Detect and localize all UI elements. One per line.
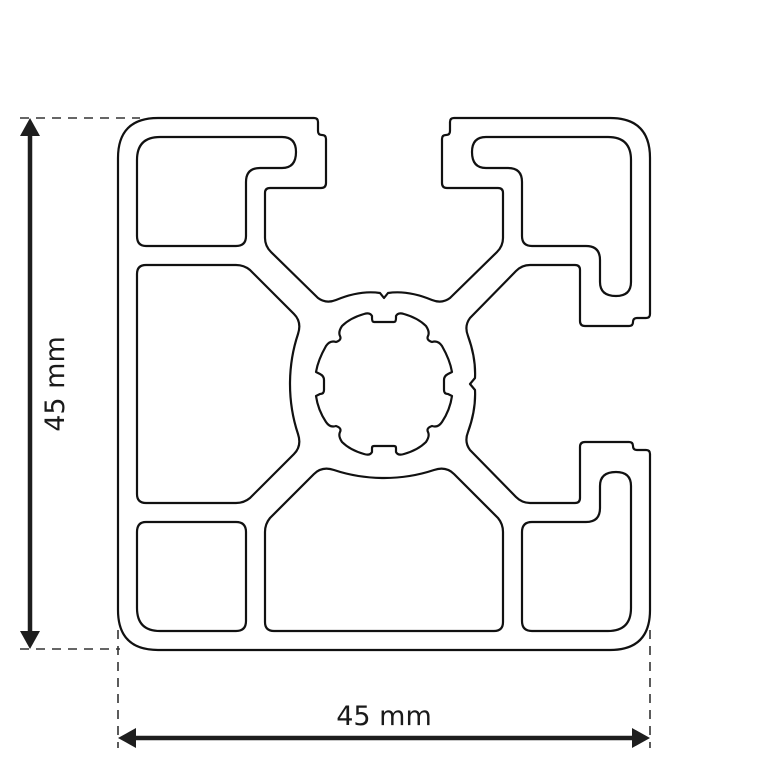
- profile-outline: [116, 116, 652, 652]
- extension-lines: [20, 117, 651, 748]
- arrow-up-icon: [20, 118, 40, 136]
- cavity-left: [135, 263, 301, 505]
- height-dimension: 45 mm: [20, 118, 71, 649]
- cavity-top-right: [470, 135, 633, 298]
- width-dimension: 45 mm: [118, 701, 650, 748]
- cavity-bottom: [263, 467, 505, 633]
- width-dimension-label: 45 mm: [336, 701, 432, 732]
- arrow-right-icon: [632, 728, 650, 748]
- cavity-bottom-right: [520, 470, 633, 633]
- cavity-bottom-left: [135, 520, 248, 633]
- arrow-left-icon: [118, 728, 136, 748]
- arrow-down-icon: [20, 631, 40, 649]
- outer-contour: [116, 116, 652, 652]
- center-bore: [314, 312, 454, 456]
- height-dimension-label: 45 mm: [40, 336, 71, 432]
- cavity-top-left: [135, 135, 298, 248]
